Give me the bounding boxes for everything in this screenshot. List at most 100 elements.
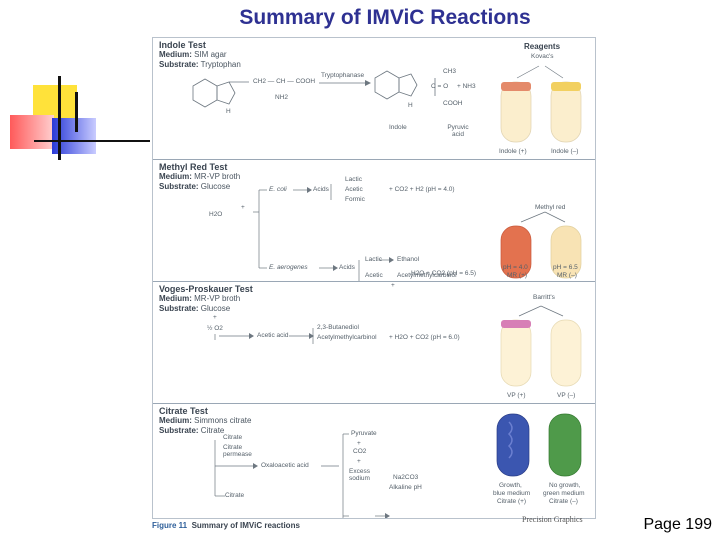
mr-pos-ph: pH = 4.0 (503, 264, 528, 271)
substrate-label: Substrate: (159, 60, 199, 69)
indole-product-label: Indole (389, 124, 407, 131)
medium-label: Medium: (159, 416, 192, 425)
mr-medium: MR-VP broth (194, 172, 241, 181)
decorative-ornament (0, 70, 150, 170)
methyl-red-reagent: Methyl red (535, 204, 566, 211)
substrate-label: Substrate: (159, 182, 199, 191)
citrate-pos-2: blue medium (493, 490, 531, 497)
tryptophan-chain: CH2 — CH — COOH (253, 78, 316, 85)
ecoli-label: E. coli (269, 186, 287, 193)
barritts-label: Barritt's (533, 294, 555, 301)
citrate-panel: Citrate Test Medium: Simmons citrate Sub… (153, 404, 595, 518)
nh3-label: + NH3 (457, 83, 476, 90)
mr-acetyl-label: Acetylmethylcarbinol (397, 272, 457, 279)
indole-panel: Indole Test Medium: SIM agar Substrate: … (153, 38, 595, 160)
citrate-neg-3: Citrate (–) (549, 498, 578, 505)
vp-plus: + (213, 314, 217, 321)
mr-plus: + (241, 204, 245, 211)
reagents-label: Reagents (524, 42, 561, 51)
mr-header: Methyl Red Test Medium: MR-VP broth Subs… (159, 162, 240, 192)
ch3-label: CH3 (443, 68, 457, 75)
citrate-plus-2: + (357, 458, 361, 465)
pyruvate-label: Pyruvate (351, 430, 377, 437)
indole-title: Indole Test (159, 40, 206, 50)
indole-pos-label: Indole (+) (499, 148, 527, 155)
h-label-1: H (226, 108, 231, 115)
citrate-pos-3: Citrate (+) (497, 498, 527, 505)
indole-diagram (192, 65, 582, 143)
indole-neg-label: Indole (–) (551, 148, 579, 155)
mr-neg-ph: pH = 6.5 (553, 264, 578, 271)
indole-tube-negative (550, 81, 582, 143)
vp-products: + H2O + CO2 (pH = 6.0) (389, 334, 460, 341)
imvic-figure: Indole Test Medium: SIM agar Substrate: … (152, 37, 596, 519)
excess-sodium-label: Excess sodium (349, 468, 370, 482)
citrate-header: Citrate Test Medium: Simmons citrate Sub… (159, 406, 251, 436)
vp-acetic: Acetic acid (257, 332, 289, 339)
eaerogenes-label: E. aerogenes (269, 264, 308, 271)
citrate-label-2: Citrate (223, 434, 243, 441)
citrate-diagram (214, 413, 582, 518)
kovacs-label: Kovac's (531, 53, 554, 60)
vp-butanediol: 2,3-Butanediol (317, 324, 359, 331)
slide-title: Summary of IMViC Reactions (239, 6, 531, 29)
mr-h2o: H2O (209, 211, 223, 218)
indole-structure (374, 70, 418, 100)
vp-title: Voges-Proskauer Test (159, 284, 253, 294)
substrate-label: Substrate: (159, 426, 199, 435)
indole-medium: SIM agar (194, 50, 227, 59)
mr-diagram (253, 184, 582, 281)
citrate-pos-1: Growth, (499, 482, 522, 489)
formic-label: Formic (345, 196, 365, 203)
figure-credit: Precision Graphics (522, 515, 583, 524)
vp-tube-negative (550, 319, 582, 387)
figure-caption-number: Figure 11 (152, 521, 188, 530)
methyl-red-panel: Methyl Red Test Medium: MR-VP broth Subs… (153, 160, 595, 282)
figure-caption-text: Summary of IMViC reactions (191, 521, 300, 530)
vp-pos-label: VP (+) (507, 392, 526, 399)
vp-acetyl: Acetylmethylcarbinol (317, 334, 377, 341)
oxaloacetic-label: Oxaloacetic acid (261, 462, 309, 469)
citrate-neg-1: No growth, (549, 482, 581, 489)
medium-label: Medium: (159, 50, 192, 59)
acids-label-1: Acids (313, 186, 329, 193)
citrate-permease: Citrate permease (223, 444, 252, 458)
citrate-co2: CO2 (353, 448, 367, 455)
mr-neg-label: MR (–) (557, 272, 577, 279)
mr-title: Methyl Red Test (159, 162, 228, 172)
vp-medium: MR-VP broth (194, 294, 241, 303)
citrate-bottom: Citrate (225, 492, 245, 499)
indole-header: Indole Test Medium: SIM agar Substrate: … (159, 40, 241, 70)
alkaline-label: Alkaline pH (389, 484, 422, 491)
page-number: Page 199 (643, 516, 712, 533)
mr-plus-2: + (391, 282, 395, 289)
indole-substrate: Tryptophan (200, 60, 241, 69)
cooh-label: COOH (443, 100, 463, 107)
citrate-title: Citrate Test (159, 406, 208, 416)
citrate-neg-2: green medium (543, 490, 585, 497)
vp-substrate: Glucose (200, 304, 231, 313)
mr-tube-positive (500, 225, 532, 279)
figure-caption: Figure 11 Summary of IMViC reactions (152, 521, 300, 530)
substrate-label: Substrate: (159, 304, 199, 313)
vp-header: Voges-Proskauer Test Medium: MR-VP broth… (159, 284, 253, 314)
mr-h2o-co2: H2O + CO2 (pH = 6.5) (411, 270, 477, 277)
mr-substrate: Glucose (200, 182, 231, 191)
carbonyl-label: C = O (431, 83, 449, 90)
citrate-tube-negative (548, 413, 582, 477)
citrate-tube-positive (496, 413, 530, 477)
indole-tube-positive (500, 81, 532, 143)
na2co3-label: Na2CO3 (393, 474, 419, 481)
voges-proskauer-panel: Voges-Proskauer Test Medium: MR-VP broth… (153, 282, 595, 404)
citrate-plus-1: + (357, 440, 361, 447)
ethanol-label: Ethanol (397, 256, 420, 263)
citrate-substrate: Citrate (200, 426, 225, 435)
mr-pos-label: MR (+) (507, 272, 528, 279)
medium-label: Medium: (159, 294, 192, 303)
vp-diagram (214, 305, 582, 387)
acetic-label-1: Acetic (345, 186, 363, 193)
mr-co2-h2: + CO2 + H2 (pH = 4.0) (389, 186, 455, 193)
lactic-label-1: Lactic (345, 176, 362, 183)
acids-label-2: Acids (339, 264, 355, 271)
acetic-label-2: Acetic (365, 272, 383, 279)
